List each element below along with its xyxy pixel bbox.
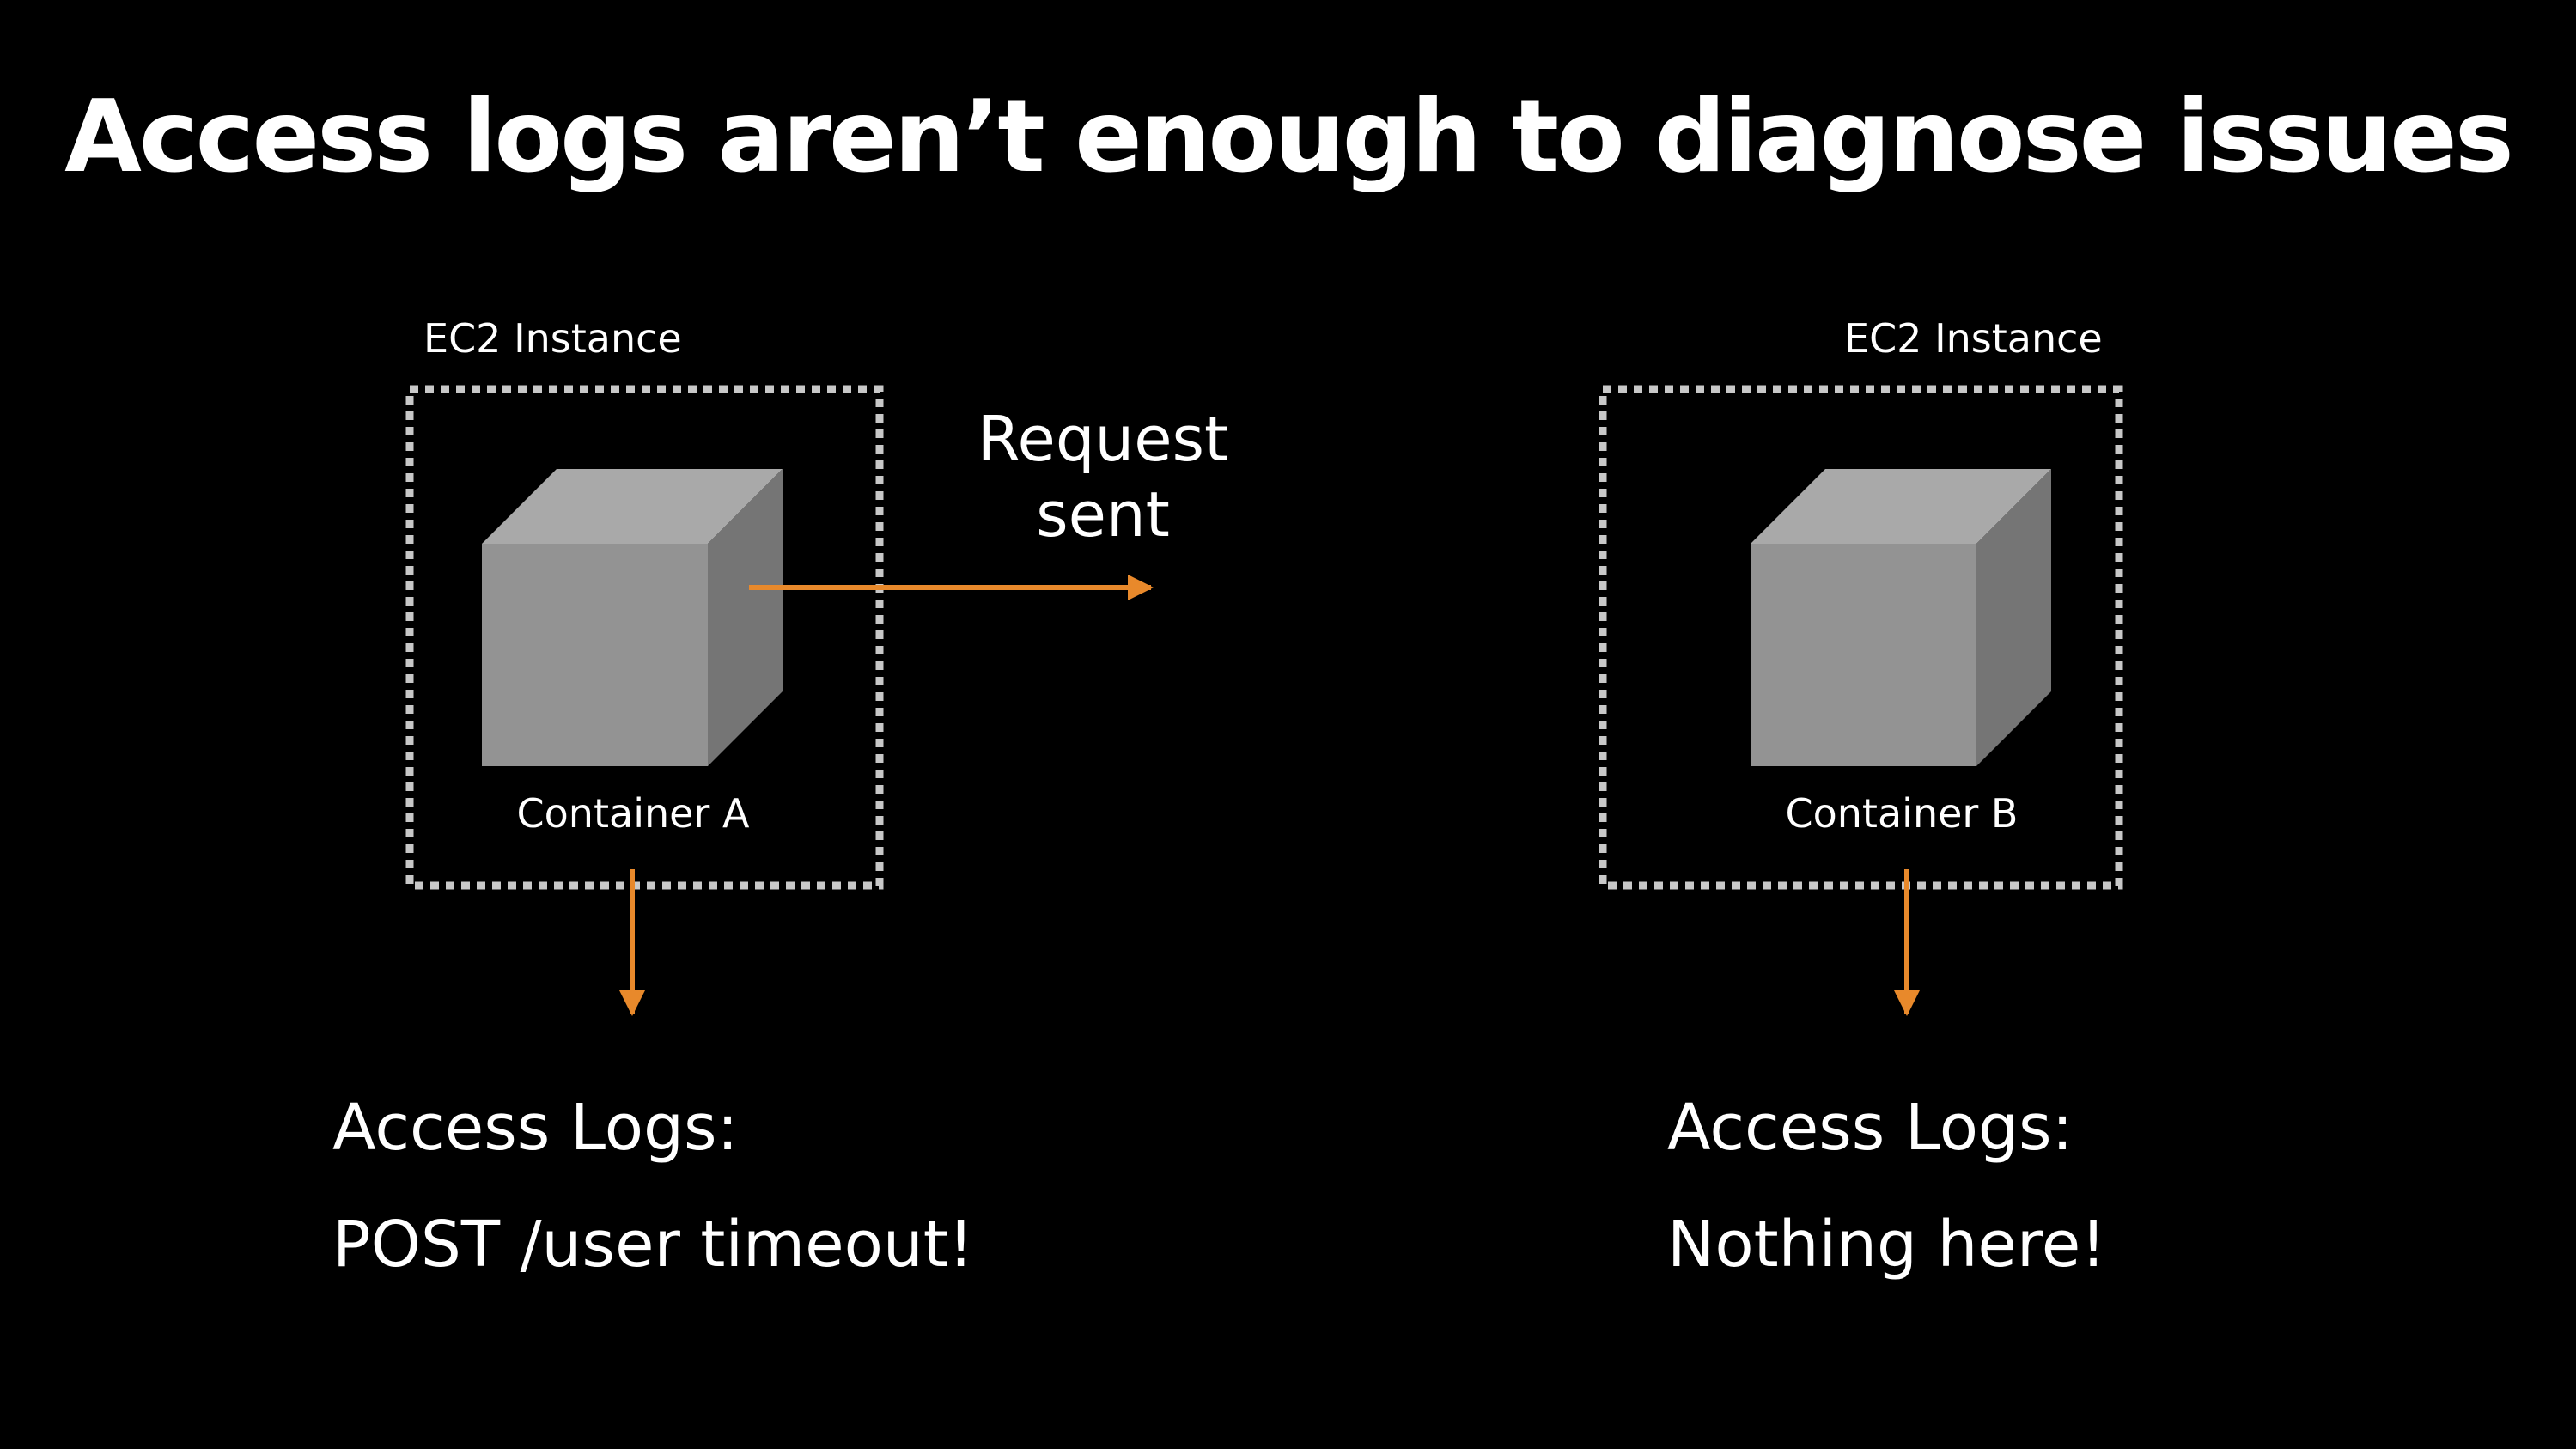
right-instance-label: EC2 Instance	[1844, 315, 2103, 362]
slide-title: Access logs aren’t enough to diagnose is…	[64, 79, 2514, 195]
left-log-entry: POST /user timeout!	[332, 1208, 974, 1282]
request-label-line2: sent	[1036, 478, 1170, 551]
right-log-entry: Nothing here!	[1667, 1208, 2106, 1282]
container-b-cube-icon	[1751, 469, 2051, 766]
left-log-heading: Access Logs:	[332, 1091, 739, 1165]
request-label-line1: Request	[977, 403, 1229, 475]
container-b-label: Container B	[1785, 790, 2019, 837]
right-instance-boundary	[1599, 385, 2123, 890]
right-log-heading: Access Logs:	[1667, 1091, 2074, 1165]
container-a-cube-icon	[482, 469, 783, 766]
left-instance-boundary	[405, 385, 884, 890]
left-instance-label: EC2 Instance	[423, 315, 682, 362]
request-label: Request sent	[923, 401, 1283, 552]
container-a-label: Container A	[516, 790, 750, 837]
